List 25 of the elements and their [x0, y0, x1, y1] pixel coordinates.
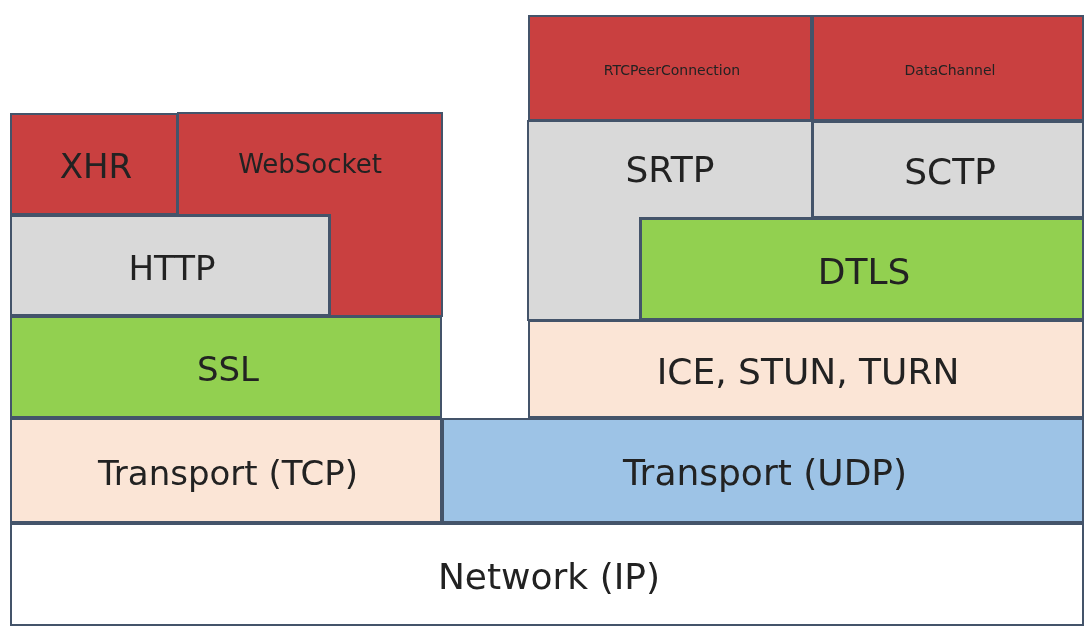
protocol-layer-block — [10, 113, 178, 215]
protocol-layer-block — [812, 15, 1084, 121]
layer-label: XHR — [58, 145, 134, 188]
protocol-layer-block — [528, 15, 812, 121]
layer-label: ICE, STUN, TURN — [655, 349, 961, 394]
protocol-layer-block — [10, 215, 330, 316]
layer-label: SSL — [195, 348, 261, 391]
protocol-layer-block — [10, 418, 442, 523]
layer-label: DTLS — [816, 249, 912, 294]
network-layer-block — [10, 523, 1084, 626]
layer-label: DataChannel — [903, 61, 997, 80]
protocol-layer-block — [442, 418, 1084, 523]
layer-label: RTCPeerConnection — [602, 61, 742, 80]
protocol-layer-block — [528, 320, 1084, 418]
layer-label: Network (IP) — [436, 555, 662, 599]
layer-label: SRTP — [624, 148, 716, 192]
layer-label: SCTP — [903, 150, 997, 194]
protocol-layer-block — [640, 218, 1084, 320]
layer-label: Transport (UDP) — [621, 451, 909, 495]
protocol-layer-block — [10, 316, 442, 418]
protocol-layer-block — [528, 121, 812, 320]
layer-label: Transport (TCP) — [97, 451, 359, 495]
protocol-layer-block — [812, 121, 1084, 218]
layer-label: HTTP — [127, 246, 217, 290]
layer-label: WebSocket — [237, 148, 383, 181]
